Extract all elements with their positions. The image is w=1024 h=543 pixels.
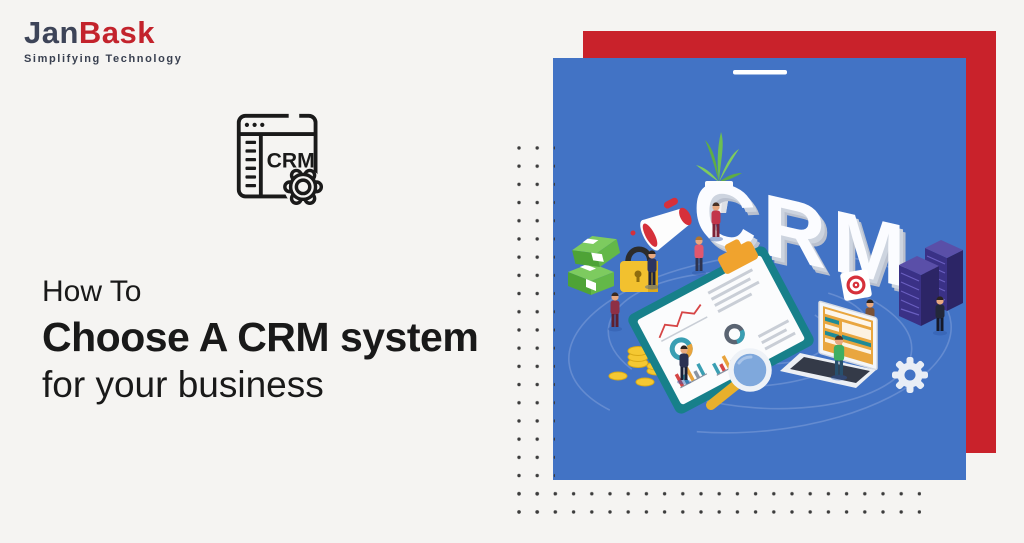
title-line-3: for your business <box>42 364 324 405</box>
title-line-1: How To <box>42 275 142 308</box>
panel-dash-decoration <box>733 70 787 75</box>
person-red-dress <box>709 202 723 242</box>
mini-line-chart <box>658 304 702 339</box>
person-green-shirt <box>830 335 848 381</box>
outline-gap <box>288 111 300 119</box>
money-stacks <box>568 235 621 295</box>
title-line-2: Choose A CRM system <box>42 314 479 360</box>
logo-jan: Jan <box>24 15 79 50</box>
person-navy-dress <box>645 250 659 290</box>
browser-window-outline <box>236 113 318 199</box>
mini-donut-chart-2 <box>724 323 745 345</box>
mini-text-lines <box>707 268 796 351</box>
window-dots <box>244 122 265 128</box>
magnifying-glass <box>706 348 772 410</box>
gear-icon <box>283 167 324 207</box>
logo-bask: Bask <box>78 15 156 50</box>
crm-illustration: CRM CRM CRM <box>568 70 963 434</box>
logo-wordmark: JanBask <box>24 15 182 50</box>
blue-panel: CRM CRM CRM <box>553 58 966 480</box>
megaphone <box>630 197 692 251</box>
logo-tagline: Simplifying Technology <box>24 53 183 66</box>
crm-icon-label: CRM <box>267 150 315 173</box>
person-pink-top <box>692 236 706 276</box>
laptop <box>780 300 878 388</box>
server-towers <box>899 240 963 326</box>
dot-row-strip <box>517 487 921 517</box>
person-maroon <box>608 292 622 332</box>
target <box>840 269 872 301</box>
white-gear-icon <box>892 357 928 393</box>
crm-window-icon: CRM <box>236 111 324 207</box>
janbask-logo[interactable]: JanBask Simplifying Technology <box>24 15 183 66</box>
server-tower-left <box>899 256 939 326</box>
person-dark-suit <box>677 345 691 385</box>
banner-title: How To Choose A CRM system for your busi… <box>42 270 542 408</box>
person-suit-right <box>933 296 947 336</box>
sidebar-lines <box>245 140 257 188</box>
